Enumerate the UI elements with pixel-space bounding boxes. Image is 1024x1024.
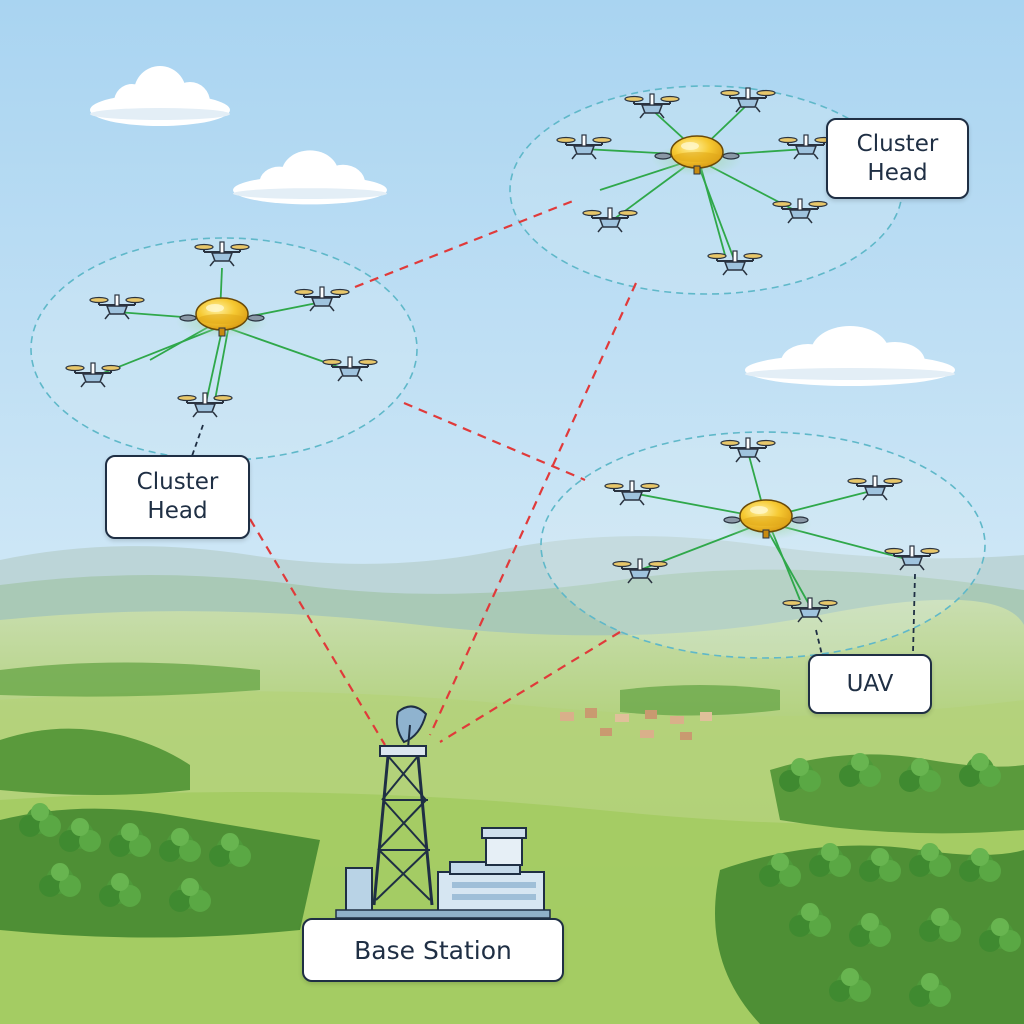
uav-label: UAV [808,654,932,714]
link-left-to-right [403,401,586,482]
callout-leaders [191,424,916,656]
link-top-to-base [428,282,638,736]
cluster-head-label-line1: Cluster [856,130,939,157]
cluster-head-label-top: Cluster Head [826,118,969,199]
link-right-to-base [439,631,621,743]
base-station [335,705,551,919]
cluster-head-label-line2: Head [867,159,928,186]
cell-tower-icon [372,705,434,906]
cluster-head-label-left: Cluster Head [105,455,250,539]
backhaul-links [249,197,638,746]
cluster-boundary-right [540,431,986,659]
village [560,708,712,740]
link-left-to-top [354,197,579,289]
base-station-label-text: Base Station [354,935,512,965]
uav-label-text: UAV [846,670,894,697]
cluster-head-label-line1: Cluster [136,469,219,495]
cluster-head-label-line2: Head [147,498,208,524]
link-left-label-to-base [249,518,386,746]
base-station-label: Base Station [302,918,564,982]
